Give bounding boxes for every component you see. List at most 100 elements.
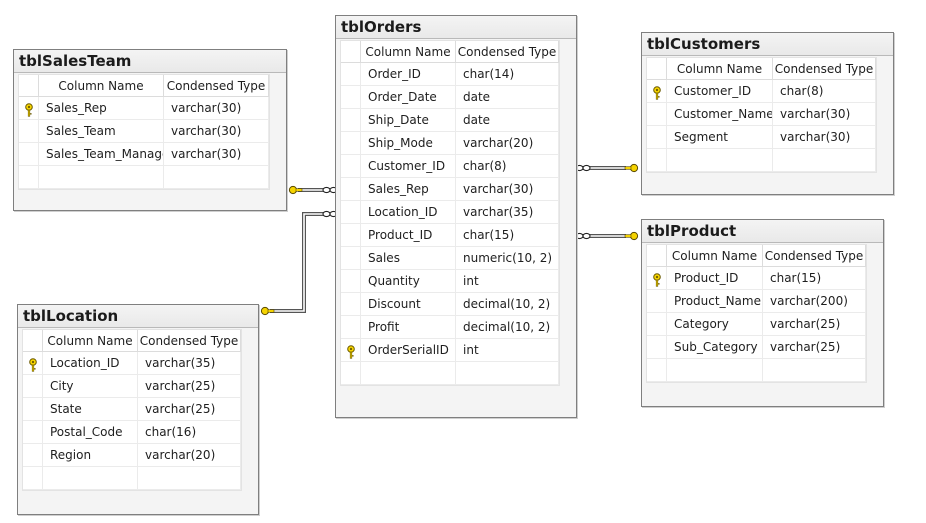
column-name-cell[interactable]: Sales_Rep: [39, 97, 164, 120]
column-type-cell[interactable]: varchar(30): [164, 97, 269, 120]
column-name-cell[interactable]: Category: [667, 313, 763, 336]
column-name-cell[interactable]: Customer_ID: [361, 155, 456, 178]
column-type-cell[interactable]: varchar(35): [138, 352, 241, 375]
column-type-cell[interactable]: varchar(200): [763, 290, 866, 313]
table-title[interactable]: tblProduct: [642, 220, 883, 243]
column-type-cell[interactable]: [773, 149, 876, 172]
column-name-cell[interactable]: OrderSerialID: [361, 339, 456, 362]
empty-row[interactable]: [647, 149, 876, 172]
column-name-cell[interactable]: Quantity: [361, 270, 456, 293]
column-name-cell[interactable]: Sales_Rep: [361, 178, 456, 201]
column-type-cell[interactable]: [763, 359, 866, 382]
column-type-cell[interactable]: varchar(25): [138, 375, 241, 398]
column-type-cell[interactable]: [138, 467, 241, 490]
table-title[interactable]: tblCustomers: [642, 33, 893, 56]
header-condensed-type[interactable]: Condensed Type: [763, 245, 866, 267]
column-name-cell[interactable]: Customer_Name: [667, 103, 773, 126]
column-type-cell[interactable]: varchar(30): [456, 178, 559, 201]
column-name-cell[interactable]: Ship_Mode: [361, 132, 456, 155]
header-column-name[interactable]: Column Name: [667, 245, 763, 267]
column-name-cell[interactable]: Product_ID: [667, 267, 763, 290]
column-type-cell[interactable]: varchar(30): [773, 103, 876, 126]
column-name-cell[interactable]: Segment: [667, 126, 773, 149]
column-type-cell[interactable]: [456, 362, 559, 385]
column-type-cell[interactable]: char(8): [456, 155, 559, 178]
column-type-cell[interactable]: varchar(30): [164, 143, 269, 166]
column-type-cell[interactable]: varchar(35): [456, 201, 559, 224]
empty-row[interactable]: [647, 359, 866, 382]
column-type-cell[interactable]: varchar(25): [763, 336, 866, 359]
header-condensed-type[interactable]: Condensed Type: [456, 41, 559, 63]
empty-row[interactable]: [341, 362, 559, 385]
column-name-cell[interactable]: Profit: [361, 316, 456, 339]
header-column-name[interactable]: Column Name: [361, 41, 456, 63]
column-name-cell[interactable]: Product_Name: [667, 290, 763, 313]
column-type-cell[interactable]: date: [456, 109, 559, 132]
column-type-cell[interactable]: decimal(10, 2): [456, 316, 559, 339]
column-type-cell[interactable]: varchar(20): [138, 444, 241, 467]
column-name-cell[interactable]: Region: [43, 444, 138, 467]
column-name-cell[interactable]: Postal_Code: [43, 421, 138, 444]
column-name-cell[interactable]: Sub_Category: [667, 336, 763, 359]
table-title[interactable]: tblOrders: [336, 16, 576, 39]
column-type-cell[interactable]: char(14): [456, 63, 559, 86]
column-type-cell[interactable]: [164, 166, 269, 189]
column-name-cell[interactable]: State: [43, 398, 138, 421]
column-type-cell[interactable]: varchar(25): [763, 313, 866, 336]
column-type-cell[interactable]: char(15): [456, 224, 559, 247]
header-condensed-type[interactable]: Condensed Type: [164, 75, 269, 97]
table-title[interactable]: tblSalesTeam: [14, 50, 286, 73]
column-name-cell[interactable]: Sales_Team: [39, 120, 164, 143]
column-name-cell[interactable]: [667, 149, 773, 172]
column-type-cell[interactable]: date: [456, 86, 559, 109]
column-name-cell[interactable]: Product_ID: [361, 224, 456, 247]
column-type-cell[interactable]: char(8): [773, 80, 876, 103]
column-type-cell[interactable]: varchar(25): [138, 398, 241, 421]
column-type-cell[interactable]: char(15): [763, 267, 866, 290]
column-type-cell[interactable]: int: [456, 339, 559, 362]
column-type-cell[interactable]: int: [456, 270, 559, 293]
column-type-cell[interactable]: varchar(20): [456, 132, 559, 155]
column-type-cell[interactable]: decimal(10, 2): [456, 293, 559, 316]
column-type-cell[interactable]: varchar(30): [164, 120, 269, 143]
column-name-cell[interactable]: [39, 166, 164, 189]
empty-row[interactable]: [19, 166, 269, 189]
column-name-cell[interactable]: Location_ID: [361, 201, 456, 224]
column-name-cell[interactable]: Location_ID: [43, 352, 138, 375]
column-name-cell[interactable]: Sales: [361, 247, 456, 270]
header-column-name[interactable]: Column Name: [43, 330, 138, 352]
column-type-cell[interactable]: char(16): [138, 421, 241, 444]
column-name-cell[interactable]: [43, 467, 138, 490]
column-name-cell[interactable]: [361, 362, 456, 385]
column-name-cell[interactable]: City: [43, 375, 138, 398]
header-condensed-type[interactable]: Condensed Type: [773, 58, 876, 80]
